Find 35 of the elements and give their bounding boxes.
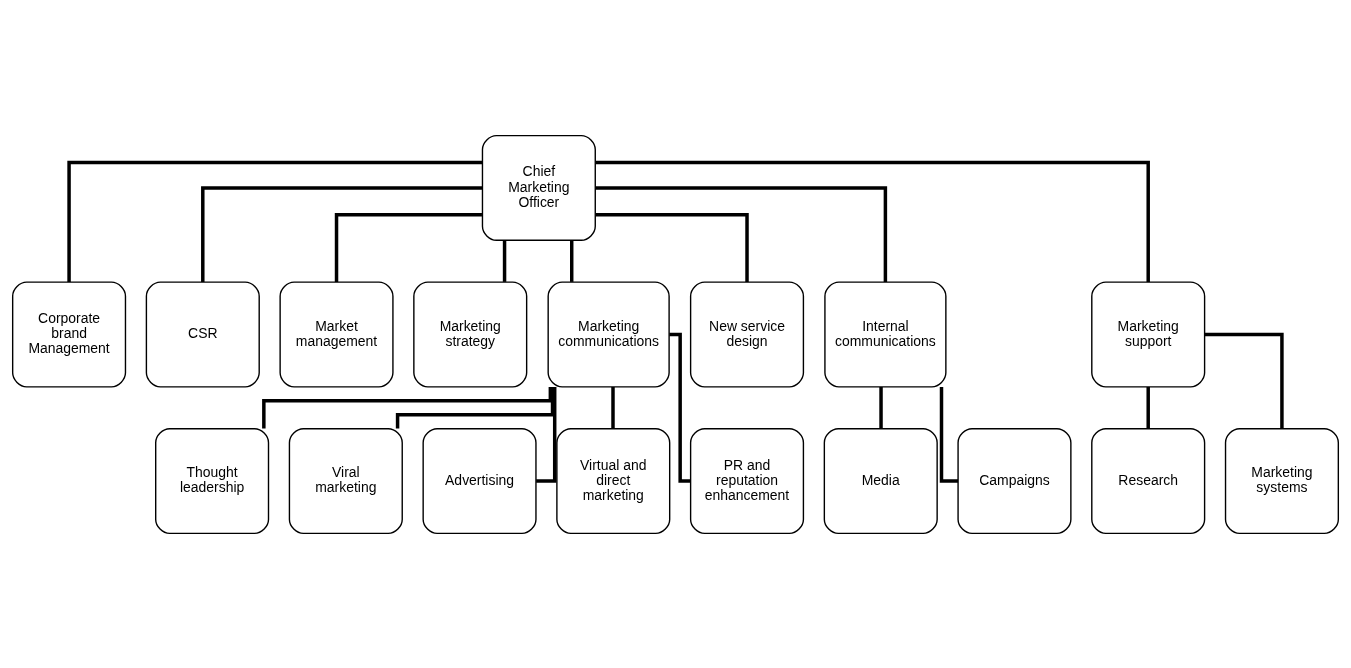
node-box: Marketing systems	[1224, 427, 1340, 534]
node-box: Marketing communications	[547, 280, 670, 388]
connector	[569, 239, 574, 282]
connector	[1146, 386, 1150, 428]
node-box: Thought leadership	[155, 427, 270, 534]
node-box: New service design	[689, 280, 805, 388]
node-box: Viral marketing	[288, 427, 403, 534]
connector	[502, 239, 507, 282]
connector	[669, 332, 691, 483]
connector	[939, 386, 959, 483]
node-box: Virtual and direct marketing	[556, 427, 671, 534]
node-box: Media	[823, 427, 938, 534]
connector	[67, 160, 483, 282]
node-box: Corporate brand Management	[11, 280, 127, 388]
connector	[595, 160, 1150, 282]
node-box: Chief Marketing Officer	[481, 134, 596, 241]
node-box: Campaigns	[957, 427, 1072, 534]
node-box: Research	[1091, 427, 1206, 534]
node-box: CSR	[145, 280, 260, 388]
connector	[395, 386, 555, 428]
connector	[595, 185, 888, 282]
node-box: PR and reputation enhancement	[689, 427, 805, 534]
connector	[334, 212, 482, 282]
connector	[611, 386, 615, 428]
node-box: Marketing strategy	[413, 280, 528, 388]
connector	[879, 386, 883, 428]
connector	[536, 386, 557, 483]
node-box: Marketing support	[1091, 280, 1206, 388]
node-box: Advertising	[422, 427, 537, 534]
node-box: Internal communications	[824, 280, 947, 388]
node-box: Market management	[279, 280, 394, 388]
connector	[262, 386, 553, 428]
connector	[1204, 332, 1284, 429]
connector	[595, 212, 749, 282]
connector	[201, 185, 483, 282]
